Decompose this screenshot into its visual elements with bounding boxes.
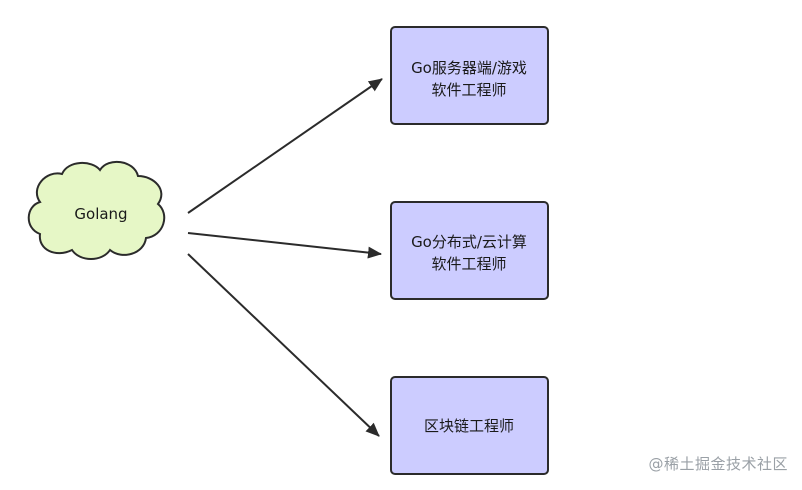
watermark: @稀土掘金技术社区 [648, 455, 788, 473]
career-box-line2: 软件工程师 [431, 81, 506, 99]
career-box-server-game: Go服务器端/游戏 软件工程师 [390, 26, 549, 125]
career-box-line1: 区块链工程师 [424, 417, 514, 435]
career-box-line2: 软件工程师 [431, 255, 506, 273]
golang-label: Golang [74, 205, 127, 223]
cloud-shape [27, 160, 166, 260]
career-box-rect [390, 201, 549, 300]
career-box-blockchain: 区块链工程师 [390, 376, 549, 475]
arrow-to-blockchain [187, 253, 380, 437]
career-box-rect [390, 376, 549, 475]
arrow-to-server-game [187, 78, 383, 214]
career-box-line1: Go服务器端/游戏 [411, 59, 527, 77]
golang-cloud-node: Golang [27, 160, 166, 260]
arrow-to-distributed-cloud [187, 232, 382, 259]
career-box-distributed-cloud: Go分布式/云计算 软件工程师 [390, 201, 549, 300]
career-box-rect [390, 26, 549, 125]
career-box-line1: Go分布式/云计算 [411, 233, 527, 251]
